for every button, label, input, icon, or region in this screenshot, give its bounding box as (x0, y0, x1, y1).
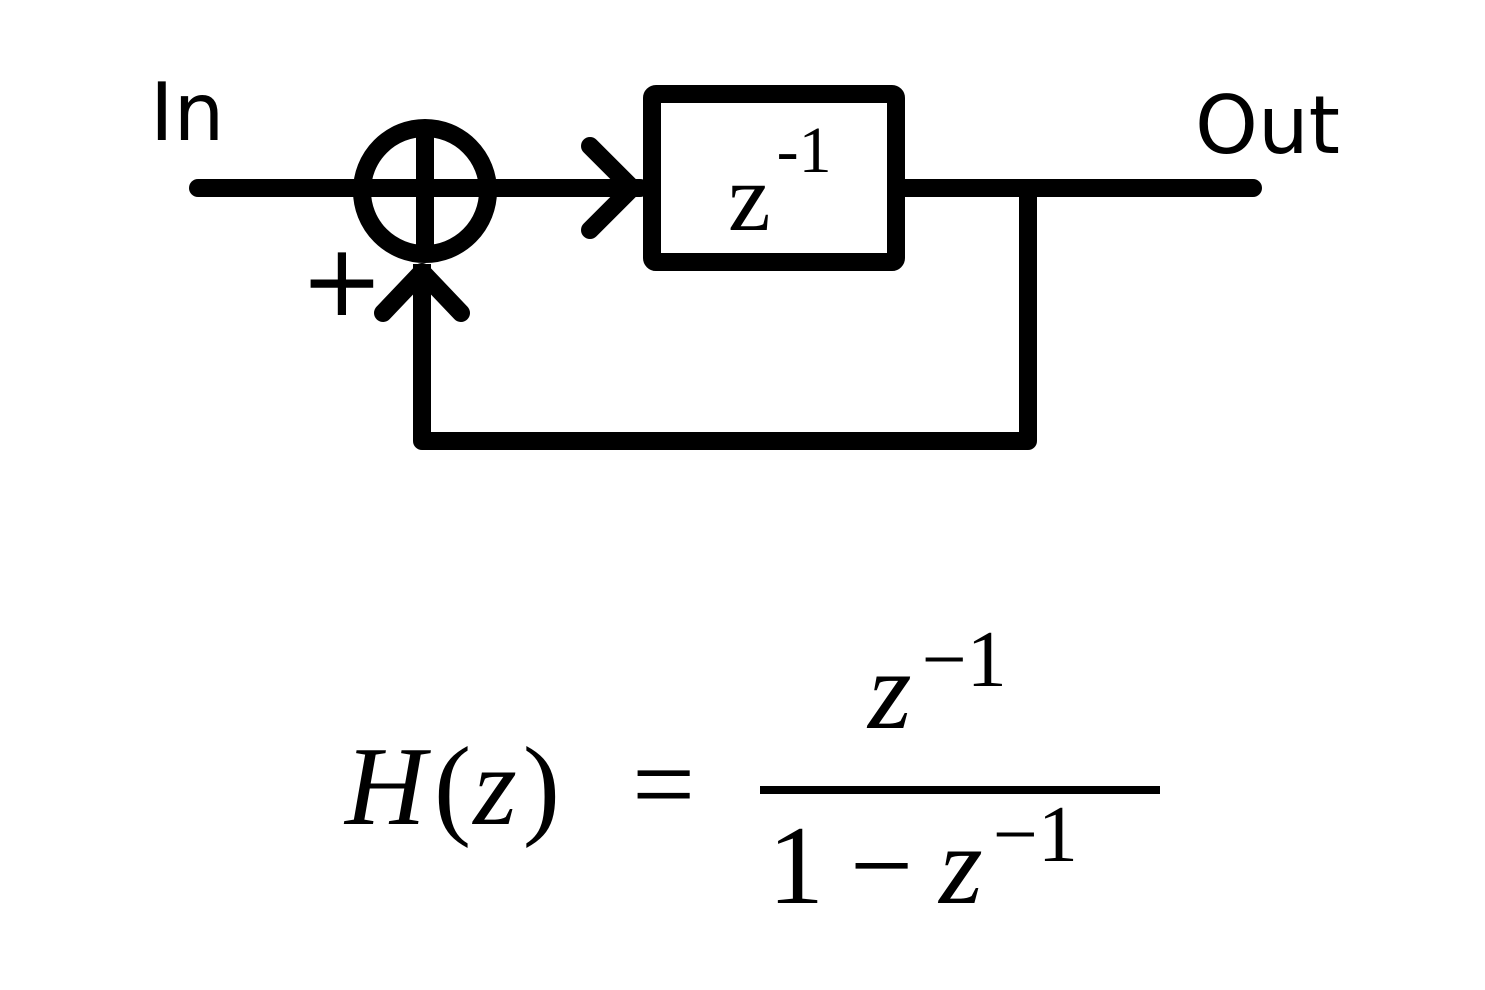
output-label: Out (1195, 79, 1340, 172)
delay-block-exponent: -1 (777, 114, 832, 187)
lhs-variable: z (471, 725, 517, 849)
feedback-arrow-head (374, 263, 470, 322)
numerator-base: z (866, 629, 912, 753)
plus-sign: + (300, 222, 384, 339)
delay-block (643, 85, 905, 271)
equation-lhs: H(z) (343, 725, 560, 849)
delay-block-base: z (728, 144, 771, 251)
denominator-minus: − (850, 804, 913, 928)
lhs-function: H (343, 725, 431, 849)
forward-arrow-head (581, 137, 641, 239)
equation-denominator: 1−z−1 (768, 791, 1078, 928)
numerator-exponent: −1 (922, 616, 1007, 704)
denominator-one: 1 (768, 804, 824, 928)
denominator-exponent: −1 (993, 791, 1078, 879)
lhs-open-paren: ( (434, 725, 471, 849)
input-label: In (150, 66, 224, 159)
feedback-path (413, 188, 1037, 450)
equals-sign: = (632, 723, 695, 847)
denominator-base: z (937, 804, 983, 928)
lhs-close-paren: ) (523, 725, 560, 849)
delay-block-label: z-1 (728, 114, 832, 251)
equation-numerator: z−1 (866, 616, 1007, 753)
transfer-function: H(z) = z−1 1−z−1 (343, 616, 1160, 928)
